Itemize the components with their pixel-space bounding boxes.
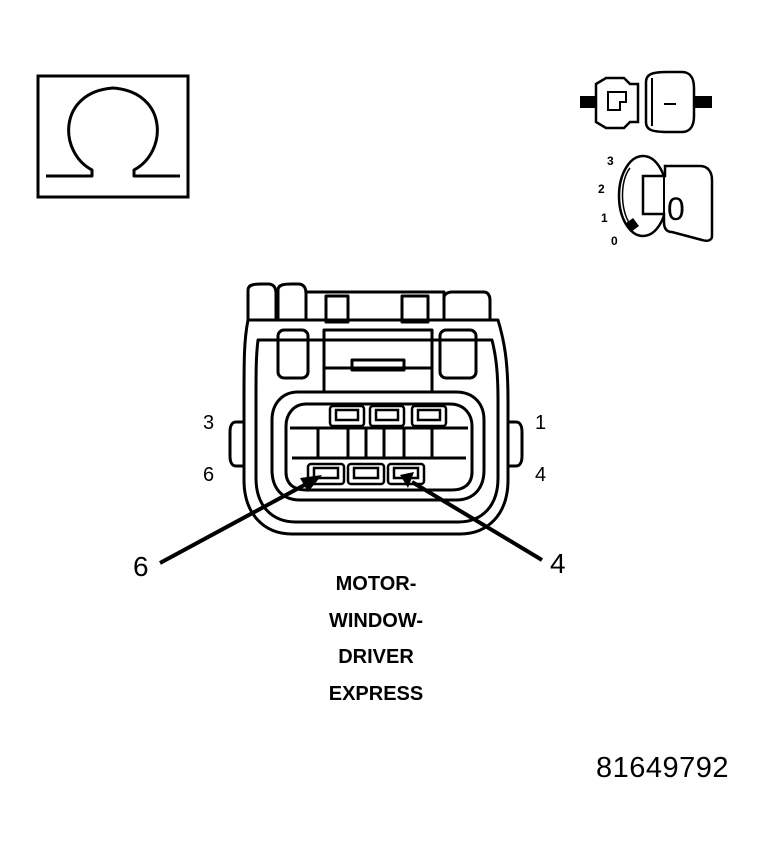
ignition-key-label: 0 (667, 191, 685, 227)
probe-arrow-pin-6 (159, 475, 322, 565)
caption-line: WINDOW- (328, 609, 423, 632)
terminal-cavities (306, 404, 448, 486)
connector-caption: MOTOR- WINDOW- DRIVER EXPRESS (276, 566, 476, 712)
pin-label-6: 6 (203, 464, 214, 486)
ignition-position-3: 3 (607, 154, 614, 168)
figure-id: 81649792 (596, 752, 730, 784)
connector-body (228, 282, 524, 536)
ignition-key-icon: 3 2 1 0 0 (598, 154, 714, 248)
pin-label-3: 3 (203, 412, 214, 434)
ohmmeter-icon (36, 74, 190, 199)
probe-arrow-pin-4 (400, 472, 544, 562)
pin-label-4: 4 (535, 464, 546, 486)
callout-label-4: 4 (550, 548, 566, 579)
caption-line: DRIVER (338, 646, 414, 668)
callout-label-6: 6 (133, 551, 149, 582)
caption-line: MOTOR- (335, 573, 417, 595)
disconnected-connector-icon (580, 70, 712, 134)
ignition-position-0: 0 (611, 234, 618, 248)
ignition-position-1: 1 (601, 211, 608, 225)
pin-label-1: 1 (535, 412, 546, 434)
caption-line: EXPRESS (328, 682, 424, 705)
ignition-position-2: 2 (598, 182, 605, 196)
